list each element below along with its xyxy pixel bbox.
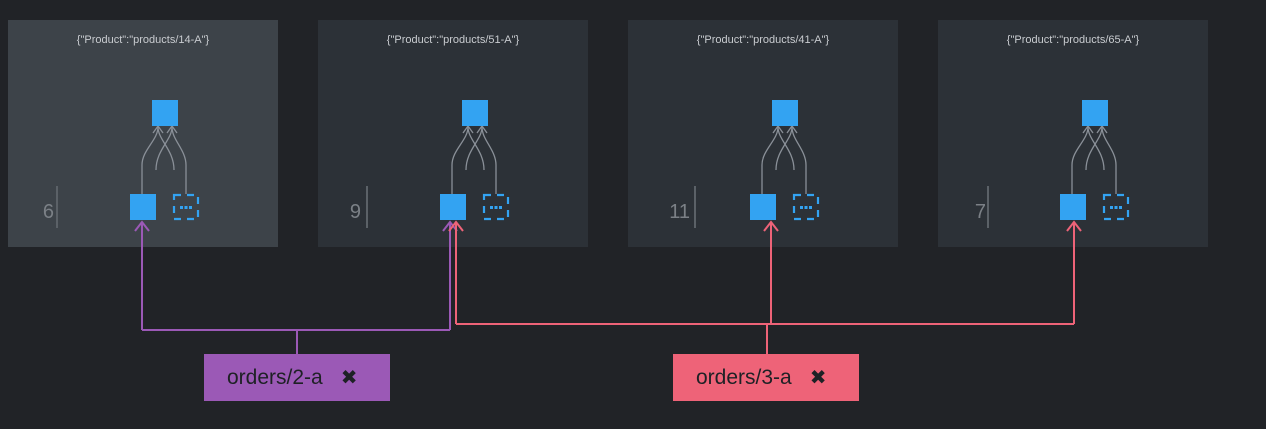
- more-dot: [189, 206, 192, 209]
- more-dot: [1119, 206, 1122, 209]
- tree-branch-cross: [1087, 126, 1105, 171]
- count-divider: [56, 186, 58, 228]
- tree-branch-cross: [155, 126, 173, 171]
- map-node: [440, 194, 466, 220]
- arrow-head: [448, 220, 464, 232]
- reduce-node: [152, 100, 178, 126]
- arrow-head: [1066, 220, 1082, 232]
- count-divider: [987, 186, 989, 228]
- map-node: [130, 194, 156, 220]
- card-count: 7: [974, 201, 986, 223]
- arrow-head: [134, 220, 150, 232]
- more-dot: [1110, 206, 1113, 209]
- wire-orders-2-a: [141, 223, 451, 354]
- more-nodes-icon: [1102, 193, 1130, 221]
- tree-branch-left: [761, 126, 779, 194]
- arrow-head: [442, 220, 458, 232]
- more-dot: [184, 206, 188, 209]
- tree-branch-right: [481, 126, 497, 194]
- tree-branch-cross: [1085, 126, 1103, 171]
- tree-branch-right: [171, 126, 187, 194]
- more-dot: [494, 206, 498, 209]
- reduce-node: [772, 100, 798, 126]
- tree-branch-left: [141, 126, 159, 194]
- tree-branch-left: [451, 126, 469, 194]
- card-count: 6: [42, 201, 54, 223]
- document-label-text: orders/3-a: [696, 365, 792, 389]
- wire-orders-3-a: [455, 223, 1075, 354]
- more-nodes-icon: [482, 193, 510, 221]
- more-dot: [800, 206, 803, 209]
- card-title: {"Product":"products/41-A"}: [696, 34, 830, 46]
- tree-branch-right: [791, 126, 807, 194]
- arrow-head: [763, 220, 779, 232]
- document-label-text: orders/2-a: [227, 365, 323, 389]
- more-dot: [490, 206, 493, 209]
- more-dot: [180, 206, 183, 209]
- tree-branch-left: [1071, 126, 1089, 194]
- tree-branch-cross: [775, 126, 793, 171]
- more-dot: [1114, 206, 1118, 209]
- close-icon[interactable]: ✖: [809, 366, 827, 389]
- reduce-node: [1082, 100, 1108, 126]
- tree-branch-right: [1101, 126, 1117, 194]
- document-label-orders-3-a[interactable]: orders/3-a ✖: [673, 354, 859, 401]
- close-icon[interactable]: ✖: [340, 366, 358, 389]
- card-title: {"Product":"products/65-A"}: [1006, 34, 1140, 46]
- document-label-orders-2-a[interactable]: orders/2-a ✖: [204, 354, 390, 401]
- tree-branch-cross: [157, 126, 175, 171]
- card-count: 11: [669, 201, 690, 223]
- card-title: {"Product":"products/51-A"}: [386, 34, 520, 46]
- tree-branch-cross: [777, 126, 795, 171]
- card-count: 9: [349, 201, 361, 223]
- more-nodes-icon: [172, 193, 200, 221]
- more-dot: [499, 206, 502, 209]
- map-node: [1060, 194, 1086, 220]
- count-divider: [694, 186, 696, 228]
- tree-branch-cross: [465, 126, 483, 171]
- map-node: [750, 194, 776, 220]
- more-dot: [809, 206, 812, 209]
- more-dot: [804, 206, 808, 209]
- card-title: {"Product":"products/14-A"}: [76, 34, 210, 46]
- count-divider: [366, 186, 368, 228]
- tree-branch-cross: [467, 126, 485, 171]
- reduce-node: [462, 100, 488, 126]
- more-nodes-icon: [792, 193, 820, 221]
